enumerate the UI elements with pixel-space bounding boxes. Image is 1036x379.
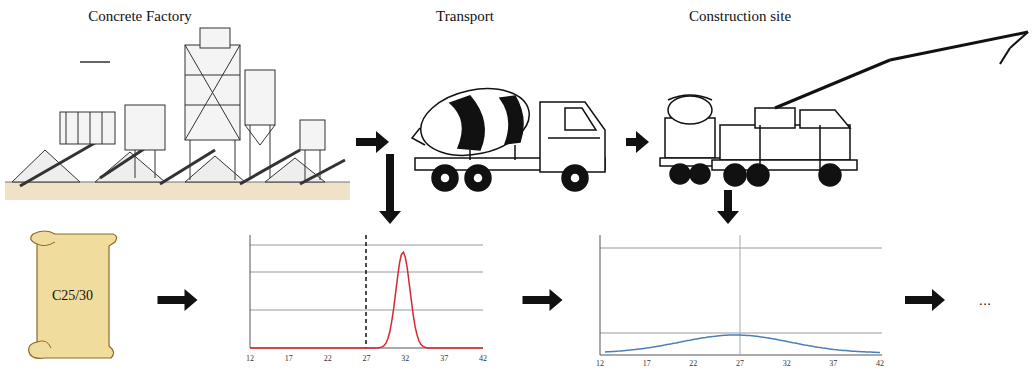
flow-arrow	[626, 131, 649, 153]
factory-drawing	[5, 28, 350, 200]
section-heading: Concrete Factory	[88, 8, 192, 25]
axis-tick: 27	[363, 354, 371, 363]
flow-arrow	[356, 131, 389, 153]
axis-tick: 32	[783, 359, 791, 368]
flow-arrow	[158, 289, 198, 311]
axis-tick: 12	[246, 354, 254, 363]
strength-class: C25/30	[52, 288, 93, 304]
axis-tick: 22	[324, 354, 332, 363]
axis-tick: 37	[440, 354, 448, 363]
chart-wide	[600, 235, 882, 355]
ellipsis: ...	[979, 293, 991, 308]
axis-tick: 12	[596, 359, 604, 368]
axis-tick: 17	[285, 354, 293, 363]
spec-scroll: C25/30	[25, 228, 120, 363]
axis-tick: 27	[736, 359, 744, 368]
chart-narrow	[250, 235, 483, 348]
axis-tick: 42	[479, 354, 487, 363]
axis-tick: 32	[401, 354, 409, 363]
factory-group: Concrete Factory	[5, 2, 350, 202]
flow-arrow	[523, 289, 563, 311]
site-group: Construction site	[655, 2, 1030, 207]
axis-tick: 37	[829, 359, 837, 368]
continuation: ...	[960, 285, 1010, 315]
mixer-truck	[412, 79, 605, 191]
axis-tick: 17	[643, 359, 651, 368]
axis-tick: 22	[689, 359, 697, 368]
pump-truck	[660, 32, 1028, 186]
transport-group: Transport	[395, 2, 620, 197]
flow-arrow	[379, 154, 401, 224]
distribution-chart: 12 17 22 27 32 37 42	[590, 228, 890, 373]
axis-tick: 42	[876, 359, 884, 368]
section-heading: Transport	[436, 8, 494, 25]
section-heading: Construction site	[689, 8, 791, 25]
flow-arrow	[905, 289, 945, 311]
distribution-chart: 12 17 22 27 32 37 42	[235, 228, 495, 373]
flow-arrow	[717, 190, 739, 224]
